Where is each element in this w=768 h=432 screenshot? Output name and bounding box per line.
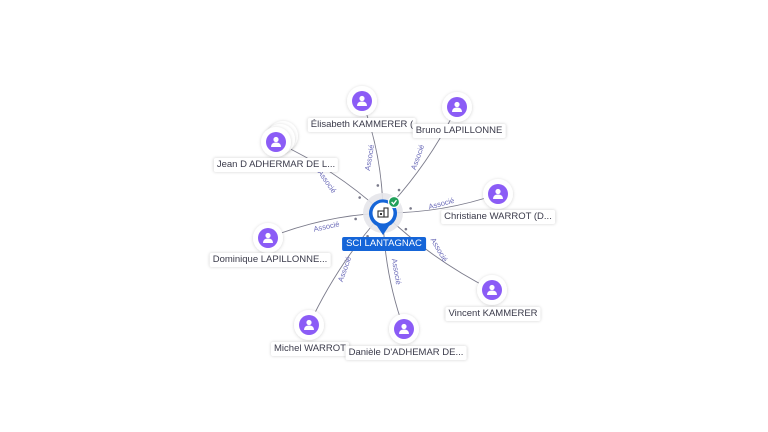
person-icon — [263, 232, 273, 243]
edge-arrow — [397, 188, 401, 192]
person-icon — [487, 284, 497, 295]
person-node[interactable] — [261, 121, 298, 157]
person-node[interactable] — [253, 223, 283, 253]
center-node[interactable] — [363, 193, 403, 235]
person-label[interactable]: Bruno LAPILLONNE — [412, 124, 506, 138]
edge-label: Associé — [313, 219, 341, 233]
person-label[interactable]: Jean D ADHERMAR DE L... — [213, 158, 339, 172]
person-node[interactable] — [347, 86, 377, 116]
edge-arrow — [404, 227, 408, 231]
person-icon — [399, 323, 409, 334]
person-label[interactable]: Dominique LAPILLONNE... — [209, 253, 331, 267]
person-node[interactable] — [294, 310, 324, 340]
person-node[interactable] — [389, 314, 419, 344]
edge-label: Associé — [409, 143, 426, 171]
edge-label: Associé — [390, 258, 403, 285]
person-icon — [452, 101, 462, 112]
edge-label: Associé — [336, 255, 353, 283]
person-node[interactable] — [477, 275, 507, 305]
building-icon — [377, 207, 389, 218]
person-icon — [357, 95, 367, 106]
person-node[interactable] — [483, 179, 513, 209]
nodes-layer — [253, 86, 513, 344]
edge-label: Associé — [316, 168, 338, 195]
edge-arrow — [358, 196, 361, 199]
person-icon — [271, 136, 281, 147]
person-label[interactable]: Michel WARROT — [271, 342, 349, 356]
person-label[interactable]: Christiane WARROT (D... — [441, 210, 555, 224]
edge-label: Associé — [428, 196, 456, 211]
person-label[interactable]: Danièle D'ADHEMAR DE... — [345, 346, 467, 360]
center-label[interactable]: SCI LANTAGNAC — [342, 237, 426, 251]
edge-arrow — [376, 184, 380, 187]
person-node[interactable] — [442, 92, 472, 122]
edge-arrow — [409, 207, 412, 210]
person-icon — [493, 188, 503, 199]
edge-arrow — [354, 217, 357, 221]
verified-check-icon — [387, 195, 401, 209]
person-label[interactable]: Élisabeth KAMMERER ( — [307, 118, 417, 132]
person-label[interactable]: Vincent KAMMERER — [445, 307, 541, 321]
edge-label: Associé — [363, 144, 376, 171]
person-icon — [304, 319, 314, 330]
